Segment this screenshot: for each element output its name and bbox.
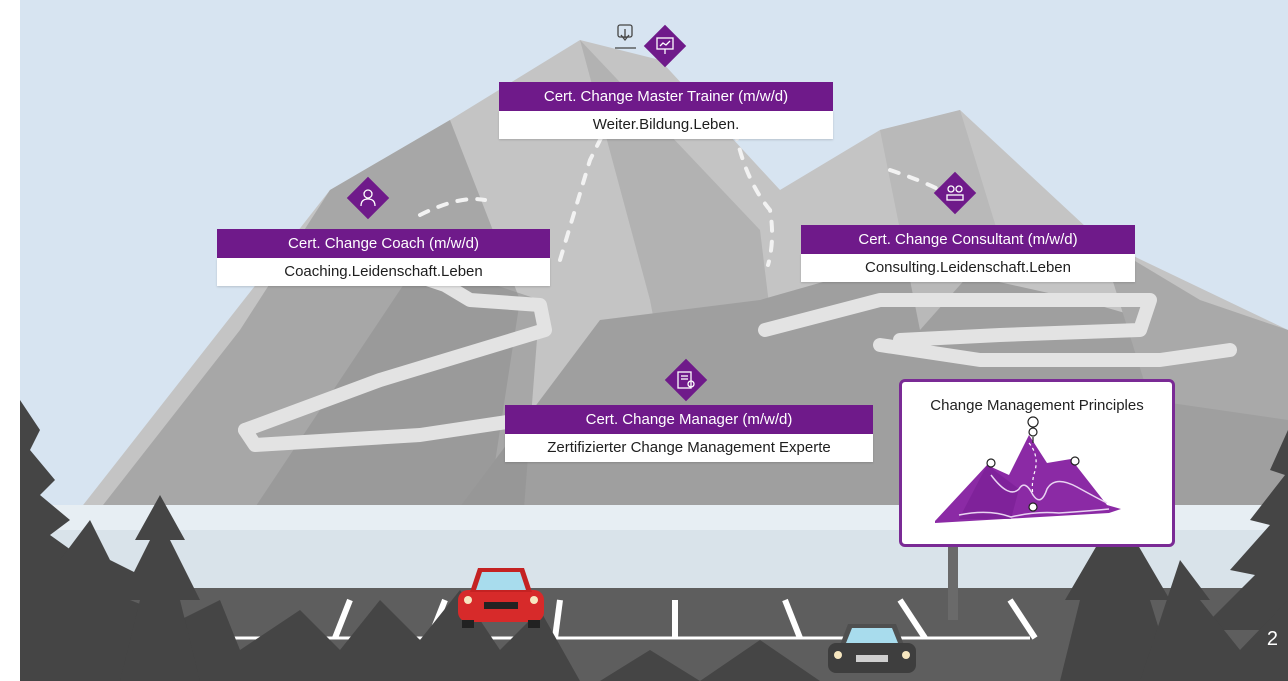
purple-mountains-map-icon [935, 416, 1121, 523]
coach-person-icon [346, 176, 390, 220]
card-manager-subtitle: Zertifizierter Change Management Experte [505, 434, 873, 462]
billboard-title: Change Management Principles [930, 397, 1144, 414]
card-trainer-subtitle: Weiter.Bildung.Leben. [499, 111, 833, 139]
billboard: Change Management Principles [899, 379, 1175, 547]
summit-pin-icon [615, 24, 636, 49]
forest-right [600, 430, 1288, 681]
card-coach-subtitle: Coaching.Leidenschaft.Leben [217, 258, 550, 286]
card-coach: Cert. Change Coach (m/w/d) Coaching.Leid… [217, 229, 550, 286]
card-manager: Cert. Change Manager (m/w/d) Zertifizier… [505, 405, 873, 462]
presentation-trainer-icon [643, 24, 687, 68]
consultant-meeting-icon [933, 171, 977, 215]
card-consultant: Cert. Change Consultant (m/w/d) Consulti… [801, 225, 1135, 282]
forest-left [20, 400, 580, 681]
certificate-icon [664, 358, 708, 402]
card-consultant-title: Cert. Change Consultant (m/w/d) [801, 225, 1135, 254]
red-car [458, 568, 544, 628]
card-consultant-subtitle: Consulting.Leidenschaft.Leben [801, 254, 1135, 282]
gray-car [828, 624, 916, 673]
card-trainer-title: Cert. Change Master Trainer (m/w/d) [499, 82, 833, 111]
card-trainer: Cert. Change Master Trainer (m/w/d) Weit… [499, 82, 833, 139]
card-coach-title: Cert. Change Coach (m/w/d) [217, 229, 550, 258]
card-manager-title: Cert. Change Manager (m/w/d) [505, 405, 873, 434]
page-number: 2 [1266, 628, 1278, 650]
